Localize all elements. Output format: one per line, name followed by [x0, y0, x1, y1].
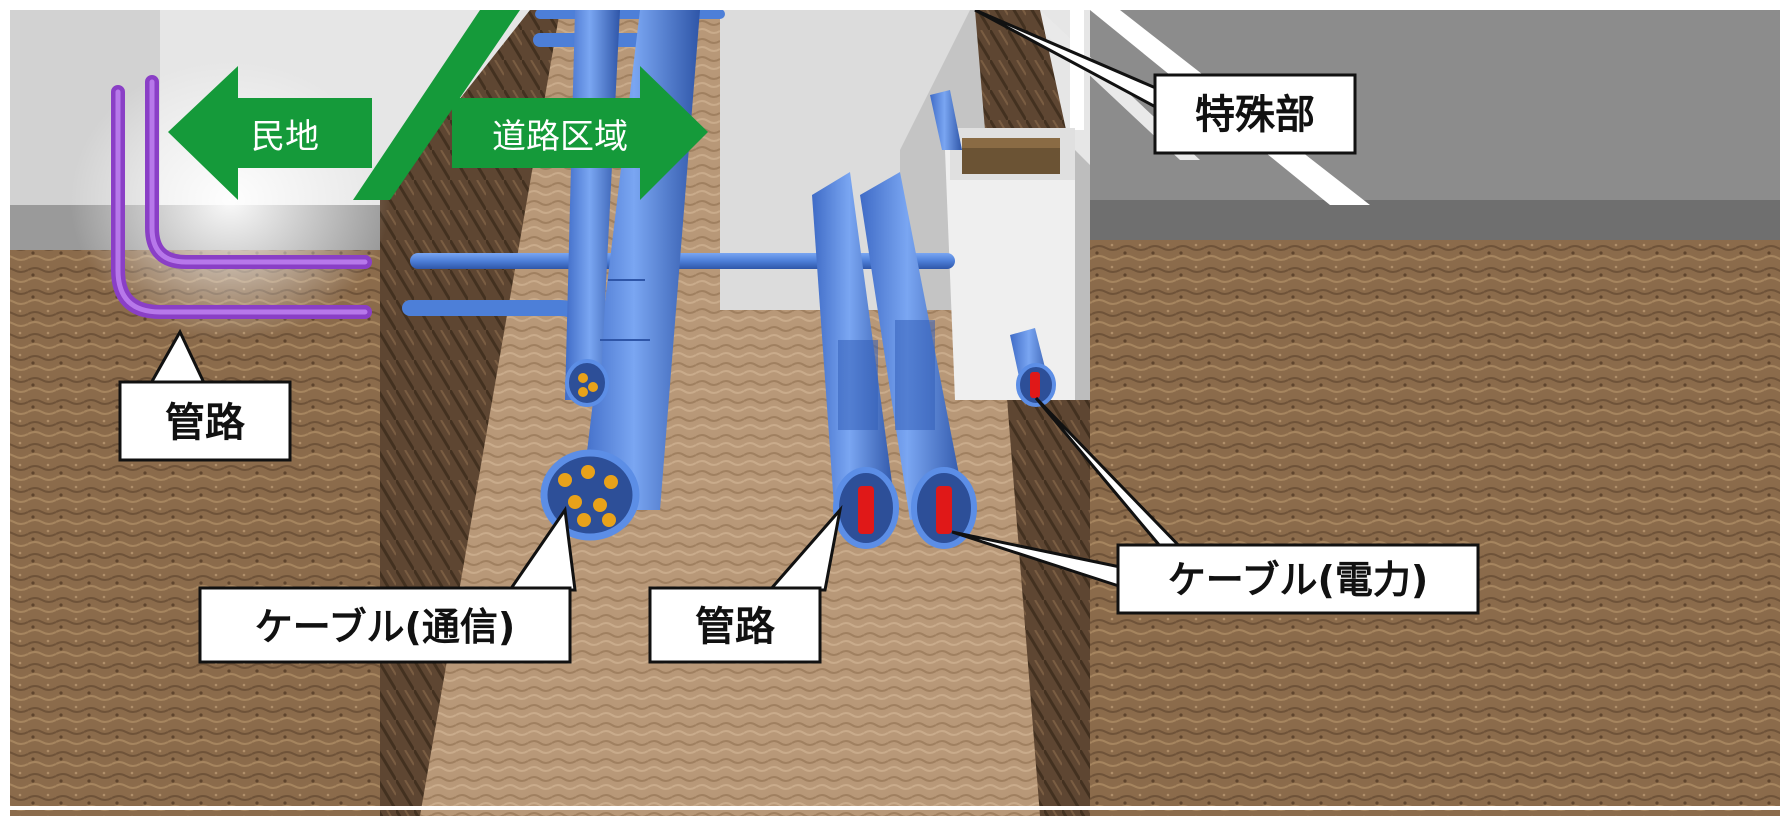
- road-area-arrow: 道路区域: [452, 66, 708, 200]
- callout-cable-comm: ケーブル(通信): [198, 586, 572, 664]
- trench-floor-right: [720, 310, 1090, 816]
- road-area-label: 道路区域: [492, 117, 628, 157]
- callout-special-section: 特殊部: [1153, 73, 1357, 155]
- svg-text:ケーブル(電力): ケーブル(電力): [1168, 558, 1428, 602]
- power-conduits: [812, 90, 1056, 549]
- callout-conduit-left: 管路: [118, 380, 292, 462]
- svg-text:特殊部: 特殊部: [1195, 92, 1315, 138]
- boundary-line: [353, 10, 520, 200]
- svg-text:管路: 管路: [695, 604, 776, 650]
- soil-right: [1090, 240, 1780, 816]
- special-section-box: [945, 128, 1090, 400]
- private-land-arrow: 民地: [168, 66, 372, 200]
- private-land-label: 民地: [251, 117, 319, 157]
- soil-left: [10, 250, 380, 816]
- purple-conduits: [111, 75, 372, 319]
- callout-cable-power: ケーブル(電力): [1116, 543, 1480, 615]
- svg-text:管路: 管路: [165, 400, 246, 446]
- svg-text:ケーブル(通信): ケーブル(通信): [255, 605, 515, 649]
- callout-conduit-center: 管路: [648, 586, 822, 664]
